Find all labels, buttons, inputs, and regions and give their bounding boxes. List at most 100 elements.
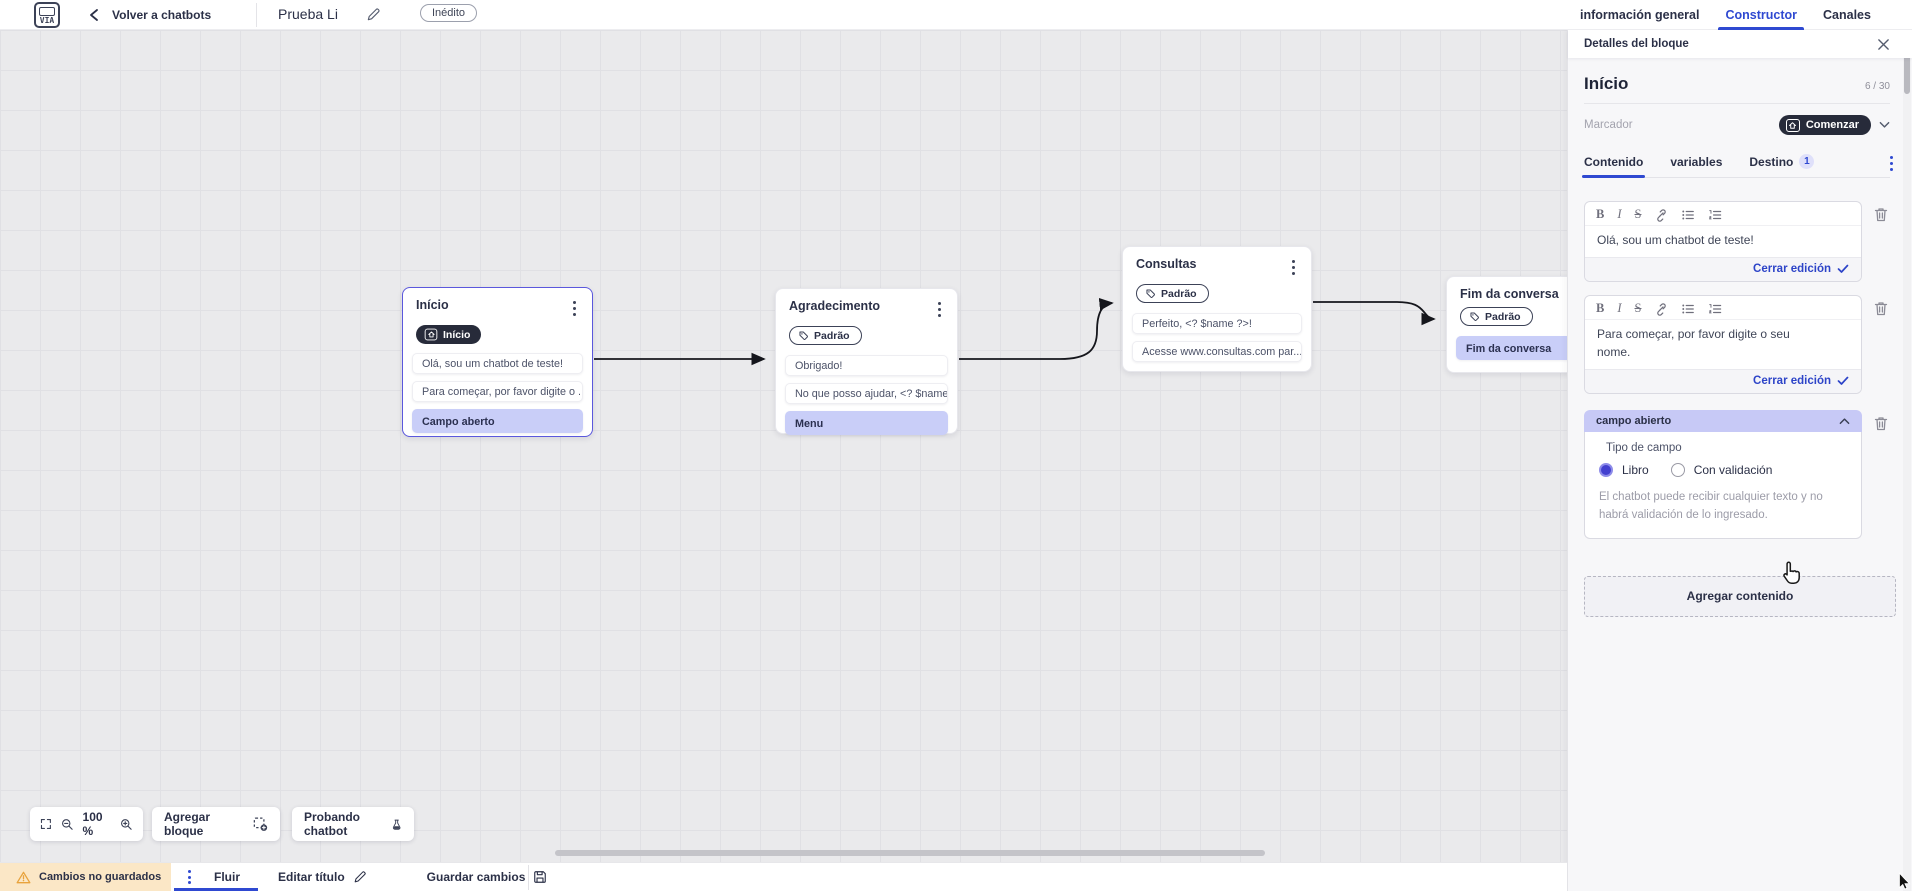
- editor-text[interactable]: Para começar, por favor digite o seu nom…: [1597, 327, 1790, 359]
- node-consultas[interactable]: Consultas Padrão Perfeito, <? $name ?>! …: [1122, 246, 1312, 372]
- back-chevron-icon[interactable]: [88, 8, 100, 22]
- marker-select[interactable]: Comenzar: [1778, 115, 1871, 135]
- panel-tabs: Contenido variables Destino 1: [1581, 148, 1893, 178]
- save-changes-label: Guardar cambios: [426, 870, 526, 884]
- node-content-item[interactable]: Obrigado!: [785, 355, 948, 377]
- bullet-list-icon[interactable]: [1681, 302, 1695, 316]
- trash-icon[interactable]: [1873, 300, 1889, 317]
- node-menu-item[interactable]: Menu: [785, 411, 948, 436]
- marker-row: Marcador Comenzar: [1584, 115, 1890, 135]
- ordered-list-icon[interactable]: [1708, 208, 1722, 222]
- add-block-icon: [254, 817, 268, 831]
- flow-tab[interactable]: Fluir: [171, 863, 258, 891]
- radio-option-libro[interactable]: Libro: [1599, 463, 1649, 478]
- text-editor[interactable]: B I S Para começar, por favor digite o s…: [1584, 295, 1862, 395]
- edit-title-button[interactable]: Editar título: [278, 870, 367, 884]
- fit-view-icon[interactable]: [40, 817, 52, 831]
- bold-icon[interactable]: B: [1596, 207, 1605, 221]
- tab-constructor[interactable]: Constructor: [1712, 0, 1810, 30]
- radio-selected-icon[interactable]: [1599, 463, 1613, 478]
- zoom-out-icon[interactable]: [61, 817, 74, 832]
- node-content-item[interactable]: No que posso ajudar, <? $name ...: [785, 383, 948, 405]
- node-badge-label: Início: [443, 328, 471, 341]
- content-editor-row: B I S Olá, sou um chatbot de teste! Cerr…: [1584, 201, 1890, 283]
- trash-icon[interactable]: [1873, 206, 1889, 223]
- node-content-item[interactable]: Acesse www.consultas.com par...: [1132, 341, 1302, 363]
- close-edit-label: Cerrar edición: [1753, 263, 1831, 276]
- home-icon: [1785, 118, 1800, 132]
- tab-canales[interactable]: Canales: [1823, 8, 1871, 22]
- block-details-panel: Detalles del bloque Início 6 / 30 Marcad…: [1567, 30, 1912, 891]
- tab-variables[interactable]: variables: [1670, 149, 1722, 177]
- add-content-button[interactable]: Agregar contenido: [1584, 575, 1896, 617]
- node-field-item[interactable]: Campo aberto: [412, 409, 583, 434]
- tab-informacion-general[interactable]: información general: [1580, 8, 1700, 22]
- link-icon[interactable]: [1654, 302, 1668, 316]
- topbar-divider: [256, 3, 257, 27]
- italic-icon[interactable]: I: [1617, 207, 1622, 221]
- marker-value: Comenzar: [1805, 119, 1859, 131]
- check-icon: [1837, 265, 1849, 274]
- flow-tab-label[interactable]: Fluir: [214, 870, 240, 884]
- radio-option-con-validacion[interactable]: Con validación: [1670, 463, 1772, 478]
- node-menu-icon[interactable]: [1289, 257, 1298, 278]
- node-menu-icon[interactable]: [570, 298, 579, 319]
- bold-icon[interactable]: B: [1596, 301, 1605, 316]
- back-to-chatbots-link[interactable]: Volver a chatbots: [112, 8, 212, 22]
- close-edit-button[interactable]: Cerrar edición: [1585, 369, 1861, 394]
- open-field-title: campo abierto: [1596, 415, 1672, 428]
- open-field-header[interactable]: campo abierto: [1584, 410, 1862, 433]
- marker-label: Marcador: [1584, 119, 1633, 131]
- zoom-controls: 100 %: [30, 807, 143, 841]
- tab-destino[interactable]: Destino 1: [1749, 148, 1815, 177]
- node-menu-icon[interactable]: [935, 299, 944, 320]
- editor-toolbar: B I S: [1585, 296, 1861, 321]
- top-bar: VIA Volver a chatbots Prueba Li Inédito …: [0, 0, 1912, 30]
- flask-icon: [392, 819, 401, 830]
- radio-unselected-icon[interactable]: [1670, 463, 1685, 478]
- block-name: Início: [1584, 74, 1629, 93]
- link-icon[interactable]: [1654, 208, 1668, 222]
- node-title: Fim da conversa: [1460, 287, 1559, 301]
- close-edit-label: Cerrar edición: [1753, 375, 1831, 388]
- flow-tab-menu-icon[interactable]: [185, 866, 194, 887]
- zoom-in-icon[interactable]: [120, 817, 133, 832]
- canvas-horizontal-scrollbar[interactable]: [555, 850, 1265, 856]
- flow-canvas[interactable]: Início Início Olá, sou um chatbot de tes…: [0, 30, 1567, 862]
- strikethrough-icon[interactable]: S: [1634, 207, 1642, 221]
- node-type-badge: Início: [416, 325, 482, 345]
- chevron-down-icon[interactable]: [1879, 121, 1890, 129]
- node-inicio[interactable]: Início Início Olá, sou um chatbot de tes…: [402, 287, 593, 437]
- save-changes-button[interactable]: Guardar cambios: [427, 870, 548, 884]
- node-content-item[interactable]: Olá, sou um chatbot de teste!: [412, 353, 583, 375]
- edit-title-pencil-icon[interactable]: [366, 7, 381, 22]
- hand-cursor: [1783, 561, 1800, 584]
- node-content-item[interactable]: Perfeito, <? $name ?>!: [1132, 313, 1302, 335]
- node-content-item[interactable]: Para começar, por favor digite o ...: [412, 381, 583, 403]
- node-fim-da-conversa[interactable]: Fim da conversa Padrão Fim da conversa: [1446, 276, 1567, 373]
- add-block-button[interactable]: Agregar bloque: [152, 807, 280, 841]
- text-editor[interactable]: B I S Olá, sou um chatbot de teste! Cerr…: [1584, 201, 1862, 283]
- bullet-list-icon[interactable]: [1681, 208, 1695, 222]
- chevron-up-icon[interactable]: [1839, 417, 1850, 425]
- unsaved-changes-label: Cambios no guardados: [39, 871, 162, 883]
- ordered-list-icon[interactable]: [1708, 302, 1722, 316]
- test-chatbot-button[interactable]: Probando chatbot: [292, 807, 414, 841]
- close-icon[interactable]: [1877, 38, 1890, 51]
- editor-text[interactable]: Olá, sou um chatbot de teste!: [1597, 233, 1754, 247]
- tab-contenido[interactable]: Contenido: [1581, 149, 1646, 178]
- tab-label: Destino: [1749, 154, 1794, 169]
- editor-toolbar: B I S: [1585, 202, 1861, 226]
- tag-icon: [799, 331, 808, 341]
- app-logo[interactable]: VIA: [34, 2, 60, 28]
- panel-scrollbar[interactable]: [1903, 30, 1911, 891]
- close-edit-button[interactable]: Cerrar edición: [1585, 257, 1861, 282]
- node-agradecimento[interactable]: Agradecimento Padrão Obrigado! No que po…: [775, 288, 958, 436]
- trash-icon[interactable]: [1873, 415, 1889, 432]
- add-block-label: Agregar bloque: [164, 810, 211, 838]
- node-end-item[interactable]: Fim da conversa: [1456, 336, 1567, 360]
- status-bar: Cambios no guardados Fluir Editar título…: [0, 862, 1567, 891]
- strikethrough-icon[interactable]: S: [1634, 301, 1642, 316]
- italic-icon[interactable]: I: [1617, 301, 1622, 316]
- panel-tabs-menu-icon[interactable]: [1887, 153, 1896, 174]
